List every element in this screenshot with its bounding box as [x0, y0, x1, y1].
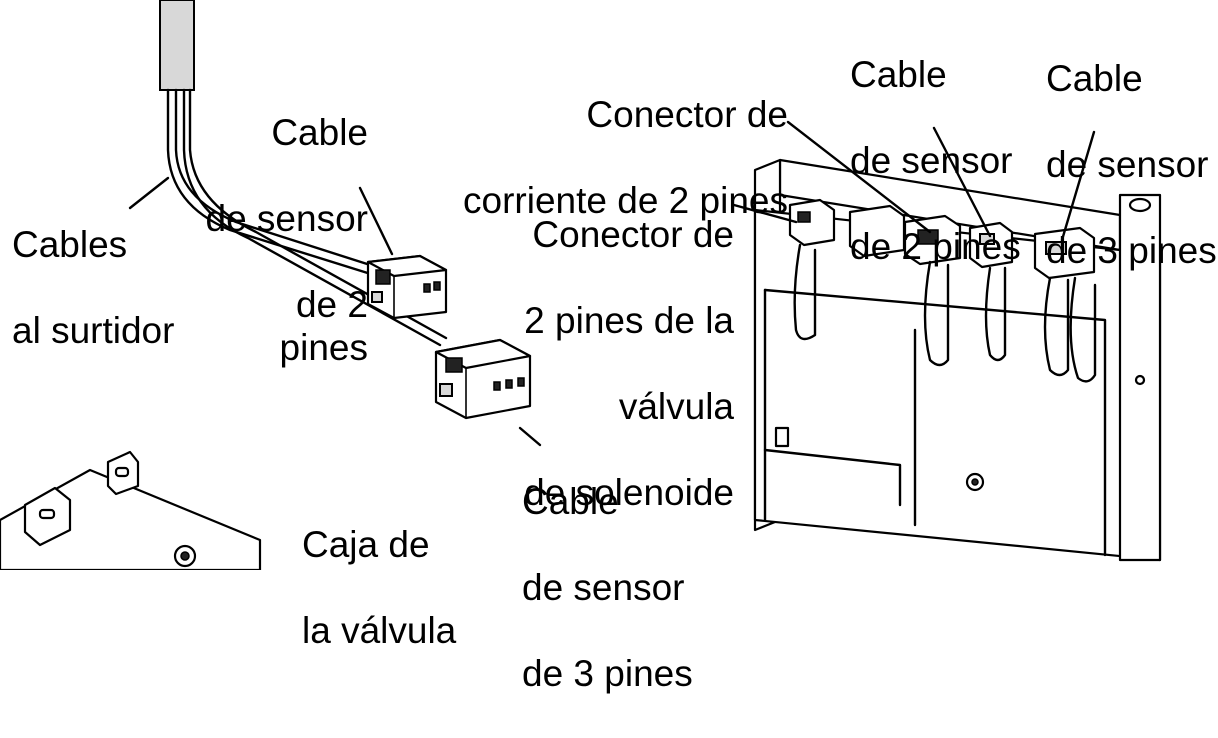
wiring-diagram: Cable de sensor de 2 pines Cables al sur… [0, 0, 1217, 694]
label-cable-2pin-left: Cable de sensor de 2 pines [200, 68, 369, 412]
label-line: 2 pines de la [524, 300, 734, 341]
label-line: Cable [850, 54, 947, 95]
label-cable-3pin-right: Cable de sensor de 3 pines [1046, 14, 1217, 315]
label-line: la válvula [302, 610, 457, 651]
label-line: de sensor [850, 140, 1013, 181]
label-cables-surtidor: Cables al surtidor [12, 180, 174, 395]
control-board [753, 158, 1162, 562]
leader-lines [128, 120, 1096, 447]
label-caja-valvula: Caja de la válvula [302, 480, 456, 695]
label-line: Caja de [302, 524, 430, 565]
label-line: de sensor [1046, 144, 1209, 185]
label-line: Cable [1046, 58, 1143, 99]
label-line: Conector de [532, 214, 734, 255]
label-line: de solenoide [524, 472, 734, 513]
label-line: válvula [618, 386, 734, 427]
label-conector-valvula: Conector de 2 pines de la válvula de sol… [512, 170, 734, 557]
connector-2pin-left [366, 254, 448, 320]
label-line: de 2 pines [279, 284, 368, 368]
connector-3pin-left [434, 338, 532, 420]
valve-box [0, 450, 262, 570]
diagram-drawing [0, 0, 1162, 570]
label-conector-corriente: Conector de corriente de 2 pines [458, 50, 788, 265]
label-line: al surtidor [12, 310, 175, 351]
label-line: Cables [12, 224, 128, 265]
label-line: de sensor [205, 198, 369, 239]
label-line: de 3 pines [1046, 230, 1217, 271]
label-line: corriente de 2 pines [463, 180, 788, 221]
cable-bundle [159, 0, 448, 347]
label-line: Cable [271, 112, 368, 153]
label-line: de 3 pines [522, 653, 693, 694]
label-cable-2pin-right: Cable de sensor de 2 pines [850, 10, 1021, 311]
label-line: Conector de [586, 94, 788, 135]
label-line: Cable [522, 481, 619, 522]
label-line: de 2 pines [850, 226, 1021, 267]
label-line: de sensor [522, 567, 685, 608]
